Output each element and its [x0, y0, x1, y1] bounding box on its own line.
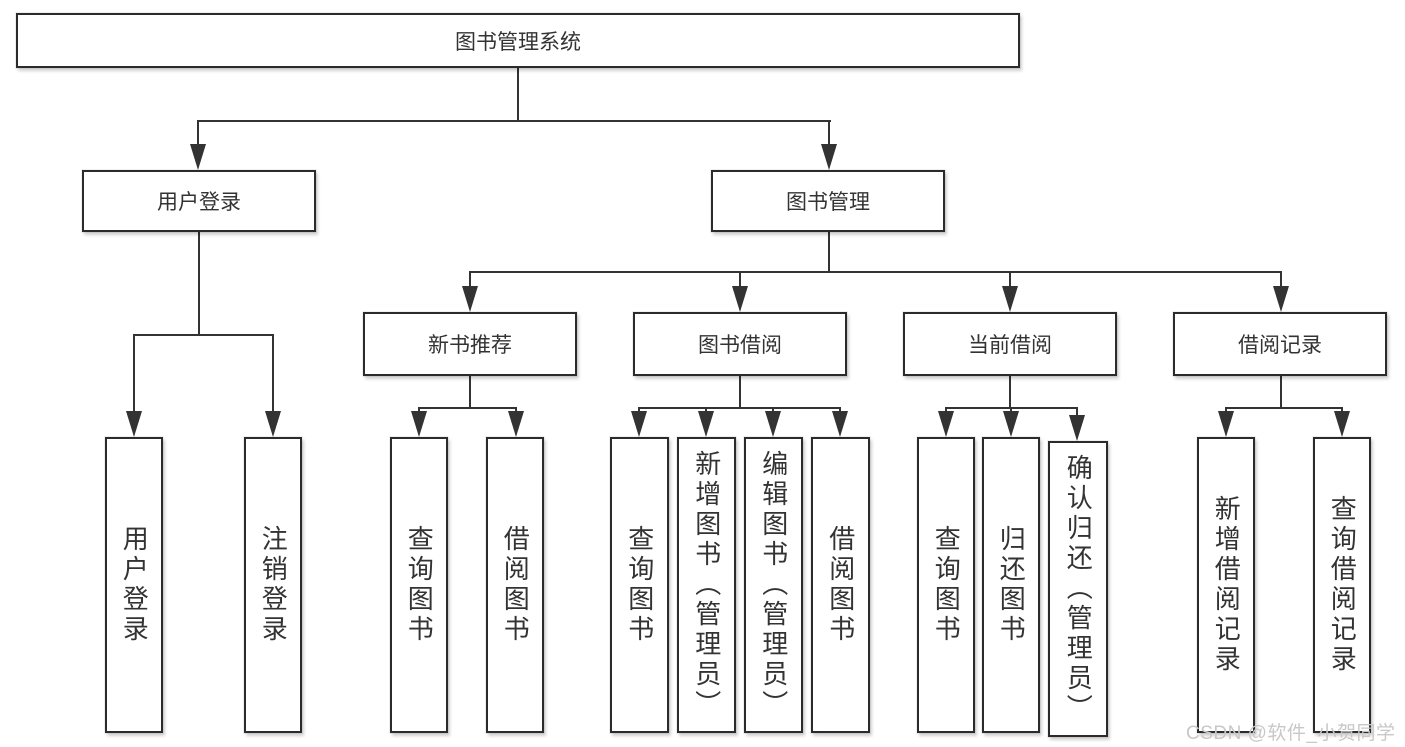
leaf-current-query-label: 查询图书 — [931, 525, 962, 645]
leaf-records-add: 新增借阅记录 — [1197, 437, 1255, 733]
arrow-down-icon — [1002, 286, 1018, 312]
arrow-down-icon — [1069, 415, 1085, 441]
connector-line — [739, 376, 741, 408]
connector-line — [418, 407, 517, 409]
arrow-down-icon — [938, 411, 954, 437]
arrow-down-icon — [508, 411, 524, 437]
leaf-newbooks-borrow-label: 借阅图书 — [500, 525, 531, 645]
arrow-down-icon — [1334, 411, 1350, 437]
connector-line — [1280, 271, 1282, 289]
node-new-book-recommend: 新书推荐 — [363, 312, 577, 376]
leaf-current-confirm-admin-label: 确认归还（管理员） — [1063, 454, 1094, 724]
leaf-records-query: 查询借阅记录 — [1313, 437, 1371, 733]
arrow-down-icon — [765, 411, 781, 437]
node-current-borrow-label: 当前借阅 — [968, 334, 1052, 357]
arrow-down-icon — [1273, 286, 1289, 312]
node-new-book-recommend-label: 新书推荐 — [428, 334, 512, 357]
connector-line — [133, 334, 135, 414]
leaf-logout: 注销登录 — [244, 437, 302, 733]
leaf-newbooks-query: 查询图书 — [390, 437, 448, 733]
node-user-login-label: 用户登录 — [157, 191, 241, 214]
arrow-down-icon — [126, 411, 142, 437]
leaf-current-return: 归还图书 — [982, 437, 1040, 733]
node-book-borrow-label: 图书借阅 — [698, 334, 782, 357]
arrow-down-icon — [190, 144, 206, 170]
node-book-management: 图书管理 — [711, 170, 945, 232]
leaf-borrow-query: 查询图书 — [610, 437, 669, 733]
arrow-down-icon — [821, 144, 837, 170]
connector-line — [1076, 407, 1078, 419]
connector-line — [469, 271, 1282, 273]
leaf-current-confirm-admin: 确认归还（管理员） — [1048, 441, 1108, 737]
node-borrow-records: 借阅记录 — [1173, 312, 1387, 376]
node-user-login: 用户登录 — [82, 170, 316, 232]
leaf-borrow-edit-admin: 编辑图书（管理员） — [744, 437, 803, 733]
leaf-current-query: 查询图书 — [917, 437, 975, 733]
connector-line — [197, 120, 831, 122]
node-book-borrow: 图书借阅 — [633, 312, 847, 376]
arrow-down-icon — [832, 411, 848, 437]
arrow-down-icon — [1218, 411, 1234, 437]
node-book-management-label: 图书管理 — [786, 191, 870, 214]
connector-line — [638, 407, 841, 409]
leaf-records-query-label: 查询借阅记录 — [1327, 495, 1358, 675]
arrow-down-icon — [631, 411, 647, 437]
connector-line — [469, 271, 471, 289]
leaf-borrow-add-admin: 新增图书（管理员） — [677, 437, 736, 733]
connector-line — [469, 376, 471, 408]
connector-line — [1225, 407, 1343, 409]
leaf-borrow-edit-admin-label: 编辑图书（管理员） — [758, 450, 789, 720]
connector-line — [133, 334, 274, 336]
arrow-down-icon — [411, 411, 427, 437]
leaf-user-login: 用户登录 — [105, 437, 163, 733]
connector-line — [1280, 376, 1282, 408]
connector-line — [517, 68, 519, 121]
connector-line — [1009, 271, 1011, 289]
leaf-user-login-label: 用户登录 — [119, 525, 150, 645]
arrow-down-icon — [462, 286, 478, 312]
connector-line — [828, 232, 830, 272]
connector-line — [198, 232, 200, 335]
leaf-borrow-borrow-label: 借阅图书 — [825, 525, 856, 645]
node-current-borrow: 当前借阅 — [903, 312, 1117, 376]
node-root: 图书管理系统 — [16, 13, 1020, 68]
arrow-down-icon — [265, 411, 281, 437]
connector-line — [828, 120, 830, 148]
node-borrow-records-label: 借阅记录 — [1238, 334, 1322, 357]
leaf-newbooks-borrow: 借阅图书 — [486, 437, 544, 733]
leaf-records-add-label: 新增借阅记录 — [1211, 495, 1242, 675]
leaf-logout-label: 注销登录 — [258, 525, 289, 645]
arrow-down-icon — [732, 286, 748, 312]
connector-line — [272, 334, 274, 414]
leaf-borrow-borrow: 借阅图书 — [811, 437, 870, 733]
connector-line — [197, 120, 199, 148]
leaf-borrow-query-label: 查询图书 — [624, 525, 655, 645]
node-root-label: 图书管理系统 — [455, 30, 581, 54]
connector-line — [1009, 376, 1011, 408]
arrow-down-icon — [1003, 411, 1019, 437]
arrow-down-icon — [698, 411, 714, 437]
watermark: CSDN @软件_小贺同学 — [1186, 723, 1396, 744]
leaf-current-return-label: 归还图书 — [996, 525, 1027, 645]
connector-line — [739, 271, 741, 289]
leaf-borrow-add-admin-label: 新增图书（管理员） — [691, 450, 722, 720]
leaf-newbooks-query-label: 查询图书 — [404, 525, 435, 645]
